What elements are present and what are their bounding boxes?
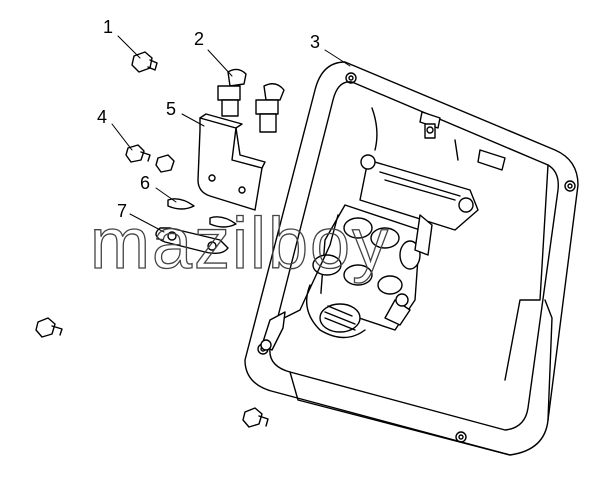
watermark-text: mazilboy — [90, 204, 390, 284]
loose-bolt-left — [36, 318, 62, 337]
callout-3: 3 — [310, 32, 321, 52]
mounting-bracket — [198, 114, 265, 210]
breather-fitting — [420, 112, 440, 138]
loose-bolt-bottom — [243, 408, 268, 427]
bolt-pair — [126, 145, 174, 172]
callout-7: 7 — [117, 201, 128, 221]
callout-4: 4 — [97, 107, 108, 127]
callout-1: 1 — [103, 17, 114, 37]
valve-assembly — [261, 155, 478, 350]
fitting-pair — [218, 69, 284, 132]
clamp-strip — [156, 228, 228, 253]
leader-lines — [112, 36, 350, 232]
callout-6: 6 — [140, 173, 151, 193]
bolt-single — [132, 52, 157, 72]
callout-5: 5 — [166, 99, 177, 119]
callout-2: 2 — [194, 29, 205, 49]
